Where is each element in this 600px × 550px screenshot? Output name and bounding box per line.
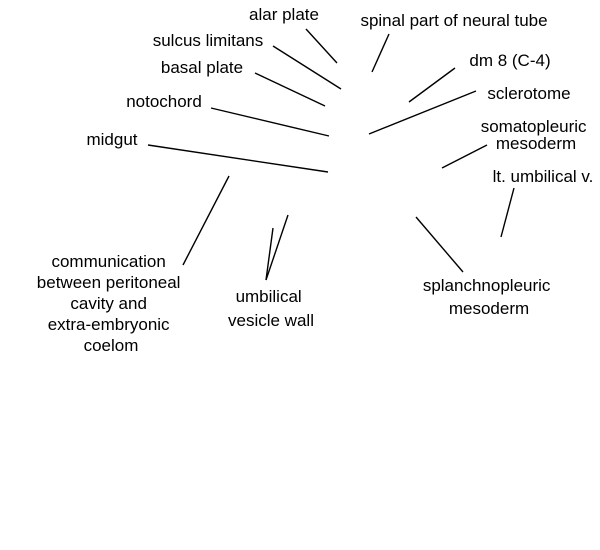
leader-somatopleuric-mesoderm	[441, 144, 488, 169]
leader-spinal-part-of-neural-tube	[371, 33, 390, 73]
label-communication-line-1: communication	[51, 252, 165, 271]
label-umbilical-vesicle-wall-line-1: umbilical	[236, 287, 302, 306]
leader-splanchnopleuric-mesoderm	[415, 216, 464, 273]
label-communication-line-4: extra-embryonic	[48, 315, 170, 334]
label-communication-line-5: coelom	[84, 336, 139, 355]
leader-sulcus-limitans	[272, 45, 342, 90]
label-umbilical-vesicle-wall: umbilical vesicle wall	[228, 287, 314, 330]
label-sclerotome: sclerotome	[487, 84, 570, 103]
leader-lines	[147, 28, 515, 281]
leader-sclerotome	[368, 90, 477, 135]
label-lt-umbilical-v: lt. umbilical v.	[493, 167, 594, 186]
label-somatopleuric-mesoderm-line-2: mesoderm	[496, 134, 576, 153]
label-communication: communication between peritoneal cavity …	[37, 252, 185, 355]
leader-umbilical-vesicle-wall-b	[265, 214, 289, 281]
label-splanchnopleuric-mesoderm-line-1: splanchnopleuric	[423, 276, 551, 295]
label-dm-8: dm 8 (C-4)	[469, 51, 550, 70]
label-umbilical-vesicle-wall-line-2: vesicle wall	[228, 311, 314, 330]
label-somatopleuric-mesoderm-line-1: somatopleuric	[481, 117, 587, 136]
label-notochord: notochord	[126, 92, 202, 111]
leader-lt-umbilical-v	[500, 187, 515, 238]
label-spinal-part-of-neural-tube: spinal part of neural tube	[360, 11, 547, 30]
leader-alar-plate	[305, 28, 338, 64]
leader-notochord	[210, 107, 330, 137]
leader-umbilical-vesicle-wall-a	[265, 227, 274, 281]
label-communication-line-2: between peritoneal	[37, 273, 181, 292]
leader-midgut	[147, 144, 329, 173]
label-sulcus-limitans: sulcus limitans	[153, 31, 264, 50]
label-midgut: midgut	[86, 130, 137, 149]
leader-communication	[182, 175, 230, 266]
label-somatopleuric-mesoderm: somatopleuric mesoderm	[481, 117, 592, 153]
leader-dm-8	[408, 67, 456, 103]
leader-basal-plate	[254, 72, 326, 107]
label-splanchnopleuric-mesoderm-line-2: mesoderm	[449, 299, 529, 318]
label-alar-plate: alar plate	[249, 5, 319, 24]
label-splanchnopleuric-mesoderm: splanchnopleuric mesoderm	[423, 276, 555, 318]
label-communication-line-3: cavity and	[70, 294, 147, 313]
labels: alar plate spinal part of neural tube su…	[37, 5, 594, 355]
label-basal-plate: basal plate	[161, 58, 243, 77]
